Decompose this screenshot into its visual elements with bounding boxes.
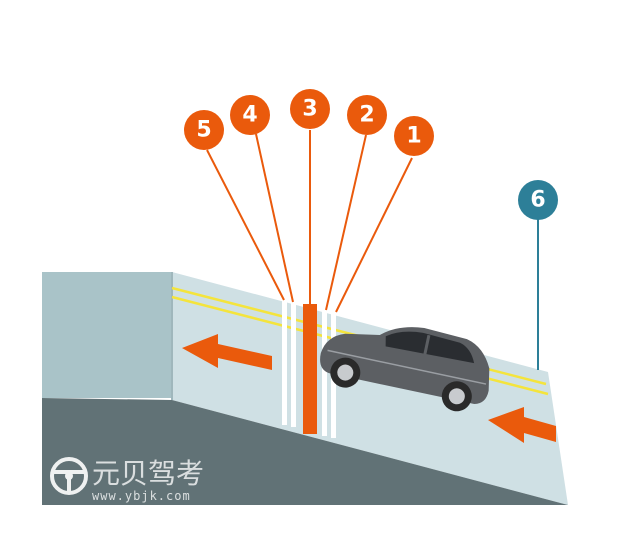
watermark-url: www.ybjk.com	[92, 489, 191, 503]
lower-floor	[42, 398, 568, 505]
callout-1: 1	[394, 116, 434, 156]
callout-4: 4	[230, 95, 270, 135]
marking-stripe-4	[291, 301, 296, 427]
callout-leaders	[206, 130, 539, 370]
callout-3: 3	[290, 89, 330, 129]
arrow-left-icon	[182, 334, 272, 370]
ramp-surface	[172, 272, 568, 505]
leader-4	[255, 133, 294, 303]
upper-wall-face	[42, 272, 172, 398]
callout-6-label: 6	[530, 188, 545, 213]
callout-5: 5	[184, 110, 224, 150]
callout-1-label: 1	[406, 124, 421, 149]
steering-wheel-icon	[50, 457, 88, 495]
marking-stripe-3	[303, 304, 317, 434]
callout-2: 2	[347, 95, 387, 135]
callout-6: 6	[518, 180, 558, 220]
watermark: 元贝驾考 www.ybjk.com	[50, 457, 204, 503]
callout-2-label: 2	[359, 103, 374, 128]
watermark-brand: 元贝驾考	[92, 457, 204, 490]
marking-stripe-5	[282, 299, 287, 425]
callout-4-label: 4	[242, 103, 257, 128]
leader-5	[206, 149, 285, 301]
leader-2	[325, 134, 367, 311]
arrow-left-icon	[488, 407, 556, 443]
callout-3-label: 3	[302, 97, 317, 122]
callout-5-label: 5	[196, 118, 211, 143]
leader-1	[335, 157, 413, 313]
marking-stripe-2	[322, 308, 327, 436]
suv-car-icon	[320, 327, 490, 412]
